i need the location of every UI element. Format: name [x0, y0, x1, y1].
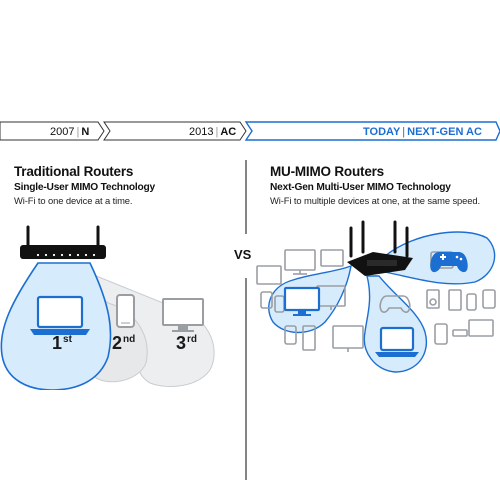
router-icon: [347, 220, 413, 276]
monitor-icon: [283, 286, 321, 316]
tablet-icon: [482, 289, 496, 309]
timeline-segment-2007: [0, 121, 105, 141]
rank-third: 3rd: [176, 333, 198, 353]
single-user-diagram: [0, 225, 215, 390]
timeline-segment-today: [244, 121, 500, 141]
tablet-icon: [260, 291, 273, 309]
tower-pc-icon: [302, 325, 316, 351]
streaming-stick-icon: [452, 329, 468, 337]
phone-icon: [466, 293, 477, 311]
left-description: Wi-Fi to one device at a time.: [14, 195, 133, 206]
timeline-label-2013: 2013|AC: [189, 126, 237, 138]
speaker-icon: [426, 289, 440, 309]
left-title: Traditional Routers: [14, 164, 134, 179]
gamepad-icon: [430, 252, 468, 273]
tablet-icon: [284, 325, 297, 345]
vs-label: VS: [234, 247, 252, 262]
tv-icon: [256, 265, 282, 285]
tablet-icon: [434, 323, 448, 345]
tower-pc-icon: [448, 289, 462, 311]
rank-first: 1st: [52, 333, 72, 353]
monitor-icon: [162, 298, 204, 332]
right-title: MU-MIMO Routers: [270, 164, 384, 179]
background-devices: [256, 249, 496, 352]
phone-icon: [116, 294, 135, 328]
left-subtitle: Single-User MIMO Technology: [14, 182, 156, 193]
laptop-icon: [30, 295, 90, 335]
gamepad-icon: [379, 295, 411, 313]
right-description: Wi-Fi to multiple devices at one, at the…: [270, 195, 481, 206]
timeline-label-2007: 2007|N: [50, 126, 90, 138]
multi-user-diagram: [256, 220, 496, 373]
timeline-bar: [0, 121, 500, 141]
timeline-segment-2013: [103, 121, 247, 141]
rank-second: 2nd: [112, 333, 136, 353]
monitor-icon: [332, 325, 364, 352]
laptop-icon: [375, 326, 419, 357]
tv-icon: [468, 319, 494, 337]
tv-icon: [320, 249, 344, 267]
right-subtitle: Next-Gen Multi-User MIMO Technology: [270, 182, 451, 193]
router-icon: [20, 225, 106, 259]
beam-laptop: [363, 275, 427, 373]
center-divider: [245, 160, 247, 480]
timeline-label-today: TODAY|NEXT-GEN AC: [363, 126, 482, 138]
monitor-icon: [284, 249, 316, 275]
